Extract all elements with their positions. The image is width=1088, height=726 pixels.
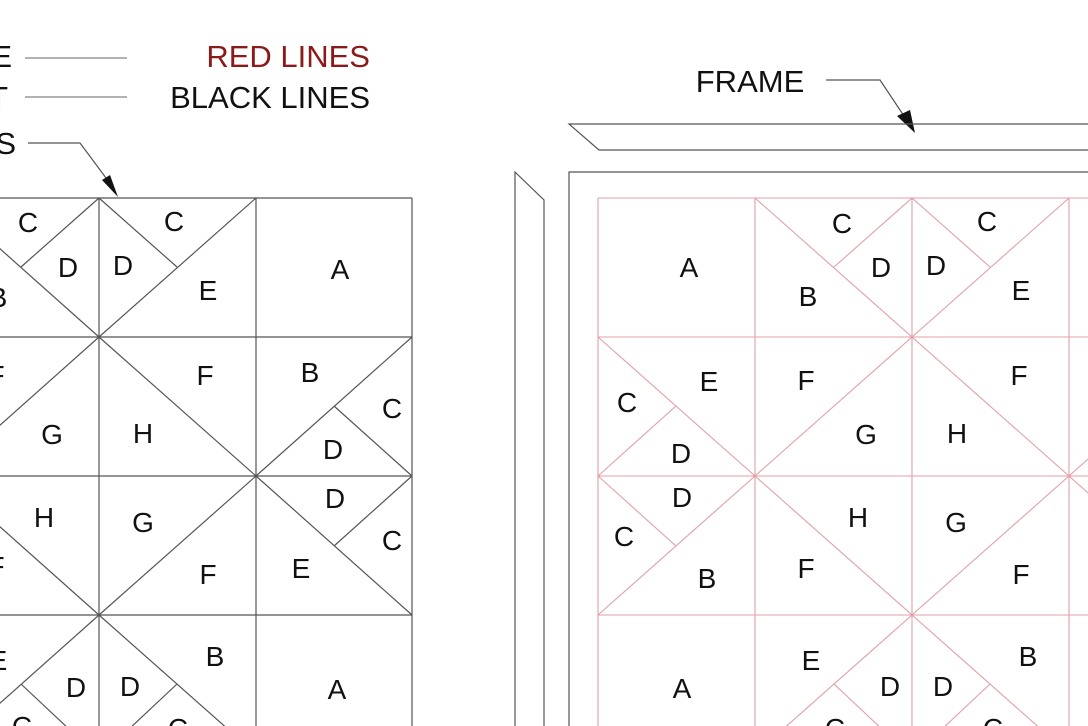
piece-label: B	[206, 641, 225, 672]
piece-label: C	[825, 713, 845, 726]
piece-label: E	[0, 645, 7, 676]
clipped-legend-text-middle: T	[0, 80, 8, 115]
piece-label: F	[797, 553, 814, 584]
piece-label: C	[18, 207, 38, 238]
frame-arrowhead-icon	[897, 110, 915, 133]
piece-label: A	[673, 673, 692, 704]
piece-label: D	[926, 250, 946, 281]
right-block-grid	[597, 197, 1088, 726]
piece-label: D	[880, 671, 900, 702]
piece-label: C	[977, 206, 997, 237]
piece-label: F	[797, 365, 814, 396]
piece-label: A	[331, 254, 350, 285]
piece-label: F	[0, 551, 5, 582]
piece-label: D	[323, 434, 343, 465]
piece-label: E	[199, 275, 218, 306]
frame-pieces	[514, 123, 1088, 726]
piece-label: H	[848, 502, 868, 533]
piece-label: F	[196, 360, 213, 391]
left-piece-labels: CDBDCEAFGHFBCDHFGFDCEEDCDBCA	[0, 206, 402, 726]
piece-label: D	[672, 482, 692, 513]
piece-label: D	[66, 672, 86, 703]
piece-label: C	[382, 525, 402, 556]
piece-label: B	[698, 563, 717, 594]
piece-label: C	[168, 713, 188, 726]
piece-label: G	[855, 419, 877, 450]
piece-label: E	[1012, 275, 1031, 306]
piece-label: C	[617, 387, 637, 418]
piece-label: D	[113, 250, 133, 281]
red-lines-label: RED LINES	[206, 39, 370, 74]
piece-label: C	[832, 208, 852, 239]
piece-label: F	[0, 360, 5, 391]
piece-label: G	[132, 507, 154, 538]
piece-label: H	[133, 418, 153, 449]
piece-label: G	[41, 419, 63, 450]
pointer-leader-line	[28, 142, 113, 187]
frame-leader-line	[826, 79, 909, 123]
piece-label: D	[871, 252, 891, 283]
piece-label: H	[947, 418, 967, 449]
piece-label: C	[12, 711, 32, 726]
left-block-grid	[0, 197, 413, 726]
piece-label: F	[199, 559, 216, 590]
piece-label: D	[325, 483, 345, 514]
piece-label: F	[1012, 559, 1029, 590]
piece-label: B	[1019, 641, 1038, 672]
black-lines-label: BLACK LINES	[170, 80, 370, 115]
arrowhead-icon	[102, 175, 118, 197]
piece-label: A	[680, 252, 699, 283]
piece-label: H	[34, 502, 54, 533]
piece-label: C	[164, 206, 184, 237]
piece-label: E	[802, 645, 821, 676]
piece-label: B	[799, 281, 818, 312]
piece-label: C	[614, 521, 634, 552]
piece-label: C	[382, 393, 402, 424]
piece-label: G	[945, 507, 967, 538]
piece-label: E	[292, 553, 311, 584]
clipped-legend-text-top: E	[0, 39, 12, 74]
piece-label: B	[0, 282, 7, 313]
piece-label: E	[700, 366, 719, 397]
piece-label: D	[58, 252, 78, 283]
piece-label: D	[120, 671, 140, 702]
legend: E RED LINES T BLACK LINES S FRAME	[0, 39, 915, 197]
piece-label: D	[671, 438, 691, 469]
frame-label: FRAME	[696, 64, 805, 99]
piece-label: A	[328, 674, 347, 705]
piece-label: F	[1010, 360, 1027, 391]
piece-label: C	[983, 713, 1003, 726]
piece-label: B	[301, 357, 320, 388]
clipped-pointer-label: S	[0, 126, 16, 161]
piece-label: D	[933, 671, 953, 702]
right-piece-labels: ACDBDCECEDFGFHDCBHFGFAEDCDBC	[614, 206, 1037, 726]
